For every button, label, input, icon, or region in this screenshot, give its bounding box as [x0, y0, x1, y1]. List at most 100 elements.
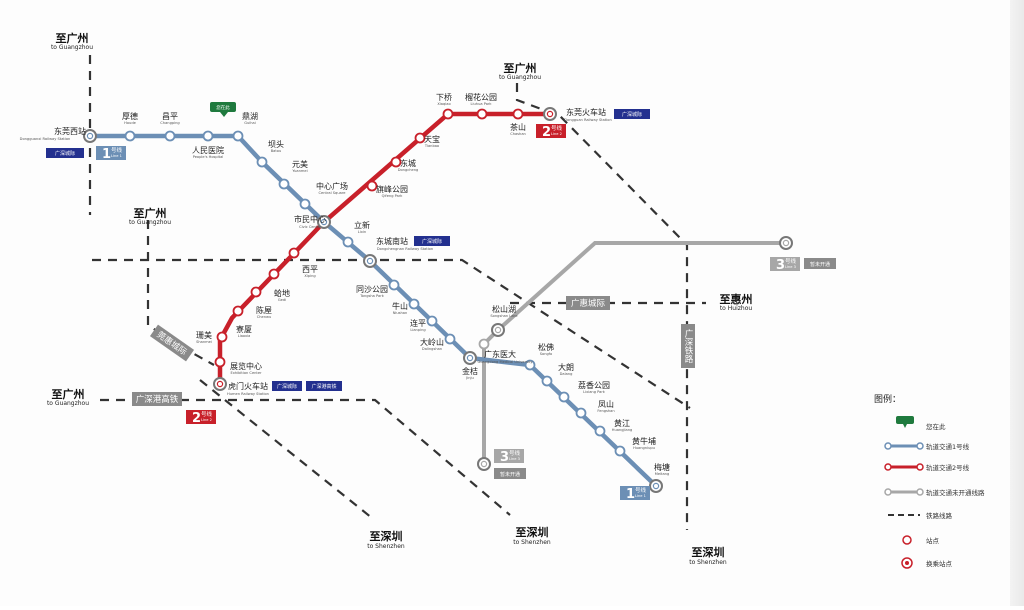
station-lianping-label: 连平 [410, 318, 426, 328]
station-huangniupu-en: Huangniupu [633, 446, 655, 450]
railway-guanghui [92, 258, 691, 409]
station-changping-en: Changping [160, 121, 179, 125]
station-humen-rail-label: 虎门火车站 [228, 381, 268, 391]
station-dongguan-rail-en: Dongguan Railway Station [564, 118, 612, 122]
station-niushan-en: Niushan [393, 311, 408, 315]
station-tongsha-park-label: 同沙公园 [356, 285, 388, 294]
station-exhibition-center-label: 展览中心 [230, 361, 262, 371]
station-dongcheng-label: 东城 [400, 158, 416, 168]
station-shamei-label: 珊美 [196, 330, 212, 340]
legend: 图例： 您在此 轨道交通1号线 轨道交通2号线 [874, 393, 985, 569]
direction-huizhou-en: to Huizhou [720, 305, 753, 312]
line3-badge-south: 3 号线 Line 3 [494, 449, 524, 465]
railway-guanhui-vertical [146, 220, 215, 366]
rail-label-gsg-high: 广深港高铁 [132, 392, 182, 406]
station-dalingshan-label: 大岭山 [420, 337, 444, 347]
station-marker-chenwu [250, 286, 262, 298]
station-central-square-label: 中心广场 [316, 181, 348, 191]
station-civic-center-en: Civic Center [299, 225, 321, 229]
svg-text:换乘站点: 换乘站点 [926, 559, 953, 568]
line-unopened-icon [884, 488, 924, 496]
station-qifeng-park-en: Qifeng Park [382, 194, 404, 198]
station-batou-en: Batou [271, 149, 282, 153]
station-lixiang-park-label: 荔香公园 [578, 380, 610, 390]
station-marker-jinju [463, 351, 477, 365]
svg-text:Line 1: Line 1 [635, 494, 646, 498]
station-marker-line3-south-end [477, 457, 491, 471]
svg-text:Line 2: Line 2 [551, 132, 562, 136]
station-liaoxia-en: Liaoxia [238, 334, 251, 338]
station-marker-dalingshan [444, 333, 456, 345]
station-marker-exhibition-center [214, 356, 226, 368]
svg-text:铁路线路: 铁路线路 [926, 511, 953, 520]
station-dalang-en: Dalang [560, 372, 573, 376]
station-labels: 东莞西站 Dongguanxi Railway Station 厚德 Houde… [20, 92, 670, 476]
svg-text:2: 2 [542, 125, 551, 140]
station-lixin-en: Lixin [358, 230, 366, 234]
direction-guangzhou-mid: 至广州 [134, 206, 167, 220]
direction-shenzhen-3: 至深圳 [692, 545, 725, 559]
stations [83, 107, 793, 493]
svg-text:暂未开通: 暂未开通 [810, 261, 830, 268]
station-niushan-label: 牛山 [392, 301, 408, 311]
station-chenwu-en: Chenwu [257, 315, 272, 319]
station-marker-gedi [268, 268, 280, 280]
station-qifeng-park-label: 旗峰公园 [376, 184, 408, 194]
station-lixiang-park-en: Lixiang Park [583, 390, 606, 394]
direction-guangzhou-low-en: to Guangzhou [47, 400, 89, 407]
station-meitang-label: 梅塘 [654, 462, 670, 472]
svg-text:轨道交通1号线: 轨道交通1号线 [926, 442, 970, 451]
station-marker-gd-medical [478, 338, 490, 350]
transfer-station-icon [901, 557, 913, 569]
you-are-here-marker: 您在此 [210, 102, 236, 117]
station-xiaqiao-en: Xiaqiao [437, 102, 450, 106]
station-houde-label: 厚德 [122, 111, 138, 121]
station-marker-central-square [299, 198, 311, 210]
direction-guangzhou-top: 至广州 [56, 31, 89, 45]
station-tianbao-label: 天宝 [424, 134, 440, 144]
legend-item-line2: 轨道交通2号线 [884, 463, 970, 472]
legend-item-station: 站点 [902, 535, 940, 545]
station-marker-lianping [426, 315, 438, 327]
station-liuhua-park-en: Liuhua Park [471, 102, 493, 106]
hub-pill-dongcheng-south: 广深城际 [414, 236, 450, 246]
svg-text:广深城际: 广深城际 [55, 150, 75, 157]
station-chashan-en: Chashan [510, 132, 526, 136]
svg-text:2: 2 [192, 411, 201, 426]
station-marker-dongguan-rail [543, 107, 557, 121]
station-yuanmei-en: Yuanmei [292, 169, 307, 173]
station-marker-xiaqiao [442, 108, 454, 120]
line3 [482, 241, 786, 464]
svg-text:暂未开通: 暂未开通 [500, 471, 520, 478]
pill-not-open-east: 暂未开通 [804, 258, 836, 269]
station-huangjiang-en: Huangjiang [612, 428, 633, 432]
station-meitang-en: Meitang [655, 472, 669, 476]
station-liaoxia-label: 寮厦 [236, 324, 252, 334]
station-liuhua-park-label: 榴花公园 [465, 92, 497, 102]
station-marker-niushan [408, 298, 420, 310]
svg-text:广深港高铁: 广深港高铁 [136, 394, 179, 405]
svg-text:Line 2: Line 2 [201, 418, 212, 422]
svg-text:广深城际: 广深城际 [277, 383, 297, 390]
svg-text:号线: 号线 [509, 449, 521, 457]
station-dongcheng-en: Dongcheng [398, 168, 419, 172]
station-dalingshan-en: Dalingshan [422, 347, 442, 351]
station-marker-chashan [512, 108, 524, 120]
station-dalang-label: 大朗 [558, 362, 574, 372]
svg-text:号线: 号线 [635, 486, 647, 494]
line2-icon [884, 463, 924, 471]
station-gedi-label: 蛤地 [274, 288, 290, 298]
rail-label-guangshen: 广深铁路 [681, 324, 695, 368]
svg-text:Line 3: Line 3 [509, 457, 520, 461]
svg-text:号线: 号线 [111, 146, 123, 154]
station-marker-peoples-hospital [202, 130, 214, 142]
station-dongcheng-south-label: 东城南站 [376, 236, 408, 246]
svg-text:广深铁路: 广深铁路 [683, 328, 693, 364]
direction-shenzhen-3-en: to Shenzhen [689, 559, 727, 566]
legend-item-you-are-here: 您在此 [896, 416, 946, 431]
station-icon [902, 535, 912, 545]
svg-text:轨道交通未开通线路: 轨道交通未开通线路 [926, 488, 985, 497]
svg-text:3: 3 [776, 258, 785, 273]
